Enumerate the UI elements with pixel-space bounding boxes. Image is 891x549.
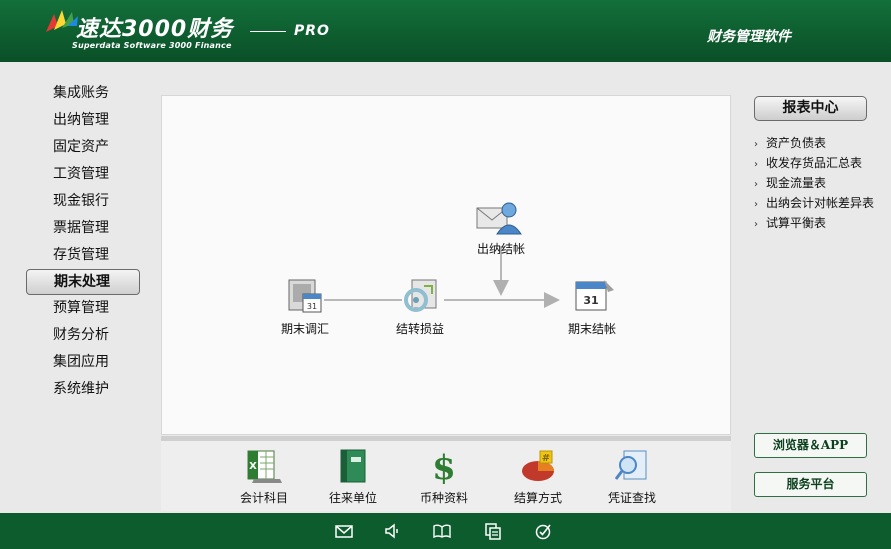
envelope-user-icon — [476, 202, 522, 235]
bottom-toolbar: X 会计科目 往来单位 $ 币种资料 # 结算方式 — [161, 441, 731, 511]
nav-item-integrated-accounts[interactable]: 集成账务 — [53, 85, 109, 101]
logo-icon — [46, 10, 78, 32]
flow-label-period-adjust: 期末调汇 — [280, 322, 329, 336]
nav-item-group-apps[interactable]: 集团应用 — [53, 354, 109, 370]
svg-text:$: $ — [432, 448, 456, 485]
chevron-right-icon: › — [754, 199, 758, 210]
copy-icon[interactable] — [484, 522, 502, 540]
spreadsheet-icon: X — [247, 450, 282, 483]
nav-item-payroll[interactable]: 工资管理 — [53, 166, 109, 182]
tool-label-partners: 往来单位 — [328, 491, 377, 505]
svg-text:#: # — [542, 453, 550, 464]
svg-text:31: 31 — [307, 302, 317, 311]
report-label: 资产负债表 — [766, 136, 827, 150]
report-list: › 资产负债表 › 收发存货品汇总表 › 现金流量表 › 出纳会计对帐差异表 › 试算平衡… — [754, 133, 889, 233]
chevron-right-icon: › — [754, 179, 758, 190]
mail-icon[interactable] — [335, 522, 353, 540]
chevron-right-icon: › — [754, 219, 758, 230]
flow-node-cashier-settle[interactable]: 出纳结帐 — [461, 198, 541, 257]
tool-partners[interactable]: 往来单位 — [313, 447, 393, 506]
report-label: 试算平衡表 — [766, 216, 827, 230]
app-header: 速达3000财务 Superdata Software 3000 Finance… — [0, 0, 891, 62]
chevron-right-icon: › — [754, 159, 758, 170]
app-subtitle: Superdata Software 3000 Finance — [72, 41, 232, 50]
report-label: 现金流量表 — [766, 176, 827, 190]
report-item-inventory-summary[interactable]: › 收发存货品汇总表 — [754, 153, 889, 173]
edition-label: PRO — [294, 23, 330, 39]
report-item-cash-flow[interactable]: › 现金流量表 — [754, 173, 889, 193]
calendar-close-icon: 31 — [575, 280, 614, 311]
flow-label-transfer-pl: 结转损益 — [395, 322, 444, 336]
workflow-panel: 出纳结帐 31 期末调汇 结转损益 31 期末结帐 — [161, 95, 731, 435]
flow-label-cashier-settle: 出纳结帐 — [476, 242, 525, 256]
book-icon[interactable] — [433, 522, 451, 540]
nav-item-inventory[interactable]: 存货管理 — [53, 247, 109, 263]
tool-label-voucher-search: 凭证查找 — [607, 491, 656, 505]
chevron-right-icon: › — [754, 139, 758, 150]
nav-item-fixed-assets[interactable]: 固定资产 — [53, 139, 109, 155]
flow-node-period-close[interactable]: 31 期末结帐 — [552, 276, 632, 337]
calendar-adjust-icon: 31 — [288, 279, 322, 313]
tool-currency[interactable]: $ 币种资料 — [404, 447, 484, 506]
workflow-arrows — [324, 246, 560, 308]
svg-text:31: 31 — [583, 294, 598, 307]
product-tagline: 财务管理软件 — [707, 29, 791, 45]
check-icon[interactable] — [534, 522, 552, 540]
dollar-icon: $ — [432, 448, 456, 485]
tool-chart-of-accounts[interactable]: X 会计科目 — [224, 447, 304, 506]
speaker-icon[interactable] — [384, 522, 402, 540]
nav-item-financial-analysis[interactable]: 财务分析 — [53, 327, 109, 343]
nav-item-period-end[interactable]: 期末处理 — [26, 269, 140, 295]
logo-divider — [250, 31, 286, 32]
magnifier-icon — [614, 450, 647, 480]
browser-app-button[interactable]: 浏览器＆APP — [754, 433, 867, 458]
report-label: 出纳会计对帐差异表 — [766, 196, 875, 210]
nav-item-notes[interactable]: 票据管理 — [53, 220, 109, 236]
report-label: 收发存货品汇总表 — [766, 156, 863, 170]
flow-label-period-close: 期末结帐 — [567, 322, 616, 336]
toolbar-divider — [161, 436, 731, 441]
app-title: 速达3000财务 — [76, 17, 234, 42]
tool-label-chart-of-accounts: 会计科目 — [239, 491, 288, 505]
binder-icon — [340, 449, 366, 483]
nav-item-cash-bank[interactable]: 现金银行 — [53, 193, 109, 209]
left-nav: 集成账务 出纳管理 固定资产 工资管理 现金银行 票据管理 存货管理 期末处理 … — [20, 80, 145, 403]
nav-item-budget[interactable]: 预算管理 — [53, 300, 109, 316]
footer-bar — [0, 513, 891, 549]
tool-label-settlement: 结算方式 — [513, 491, 562, 505]
pie-chart-icon: # — [522, 450, 554, 481]
svg-text:X: X — [249, 461, 257, 472]
report-item-reconciliation[interactable]: › 出纳会计对帐差异表 — [754, 193, 889, 213]
report-item-balance-sheet[interactable]: › 资产负债表 — [754, 133, 889, 153]
tool-label-currency: 币种资料 — [419, 491, 468, 505]
transfer-gear-icon — [404, 279, 437, 312]
nav-item-system-maintenance[interactable]: 系统维护 — [53, 381, 109, 397]
report-item-trial-balance[interactable]: › 试算平衡表 — [754, 213, 889, 233]
flow-node-transfer-pl[interactable]: 结转损益 — [380, 276, 460, 337]
nav-item-cashier[interactable]: 出纳管理 — [53, 112, 109, 128]
service-platform-button[interactable]: 服务平台 — [754, 472, 867, 497]
report-center-button[interactable]: 报表中心 — [754, 96, 867, 121]
flow-node-period-adjust[interactable]: 31 期末调汇 — [265, 276, 345, 337]
tool-voucher-search[interactable]: 凭证查找 — [592, 447, 672, 506]
tool-settlement[interactable]: # 结算方式 — [498, 447, 578, 506]
